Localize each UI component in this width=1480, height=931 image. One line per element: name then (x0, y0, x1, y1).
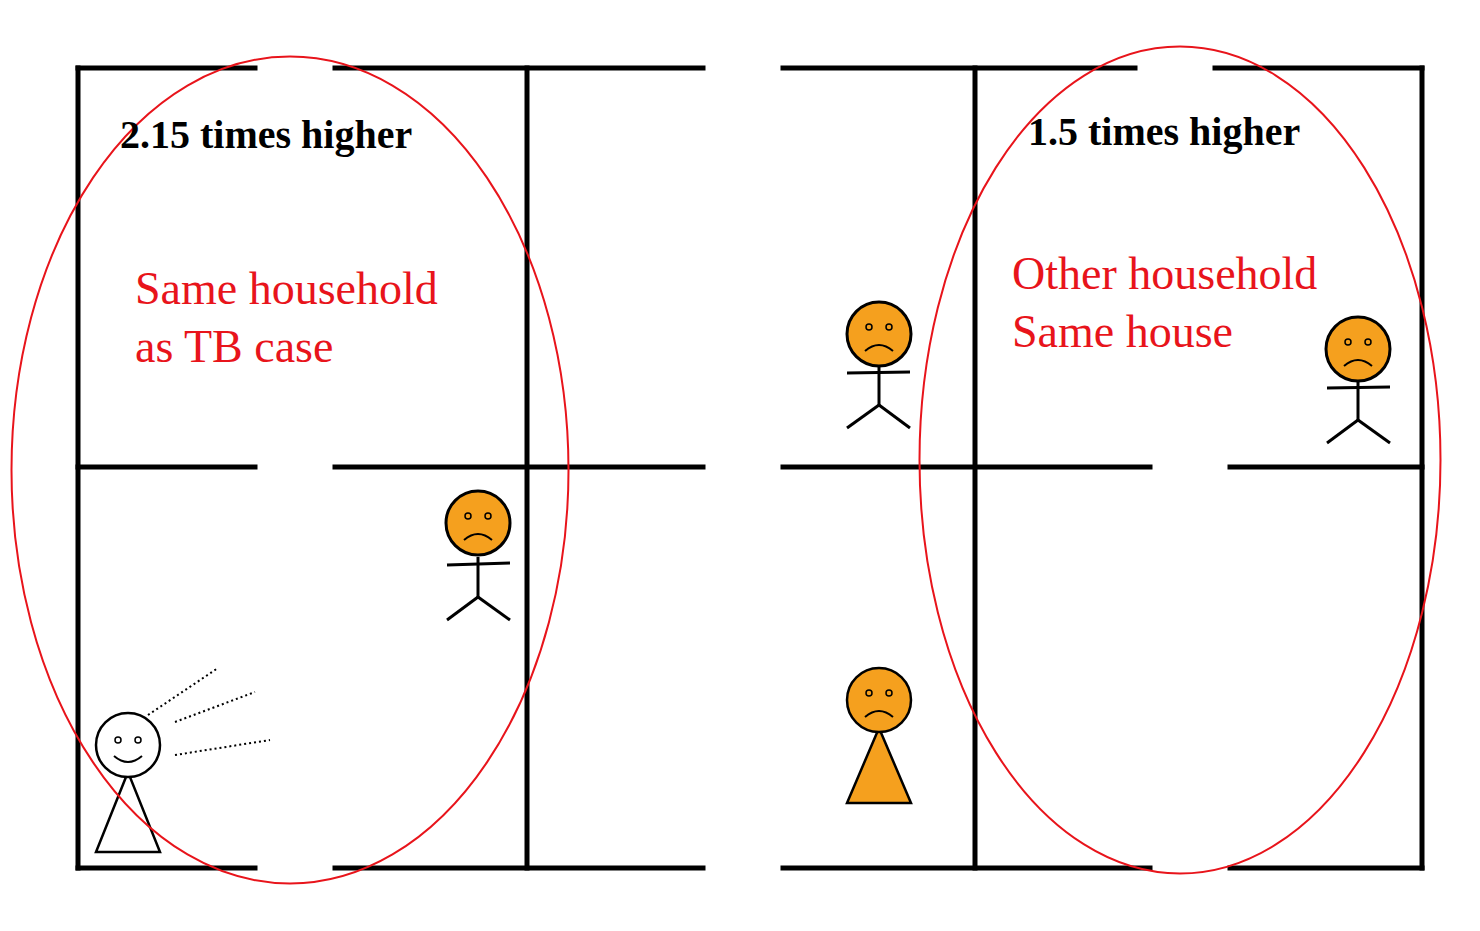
region-ellipse: 1.5 times higherOther household Same hou… (918, 45, 1442, 875)
exposure-label: Other household Same house (1012, 245, 1342, 361)
risk-ratio-heading: 2.15 times higher (120, 110, 412, 160)
floor-plan-walls (78, 68, 1422, 868)
sad-person (847, 302, 911, 428)
risk-ratio-heading: 1.5 times higher (1028, 107, 1300, 157)
tb-case-person (96, 713, 160, 852)
sad-person (446, 491, 510, 620)
region-ellipse: 2.15 times higherSame household as TB ca… (10, 55, 570, 885)
sad-person (1326, 317, 1390, 443)
ellipse-outline (10, 55, 570, 885)
sad-person-female (847, 668, 911, 803)
exposure-label: Same household as TB case (135, 260, 465, 376)
cough-droplets (148, 668, 270, 755)
ellipse-outline (918, 45, 1442, 875)
